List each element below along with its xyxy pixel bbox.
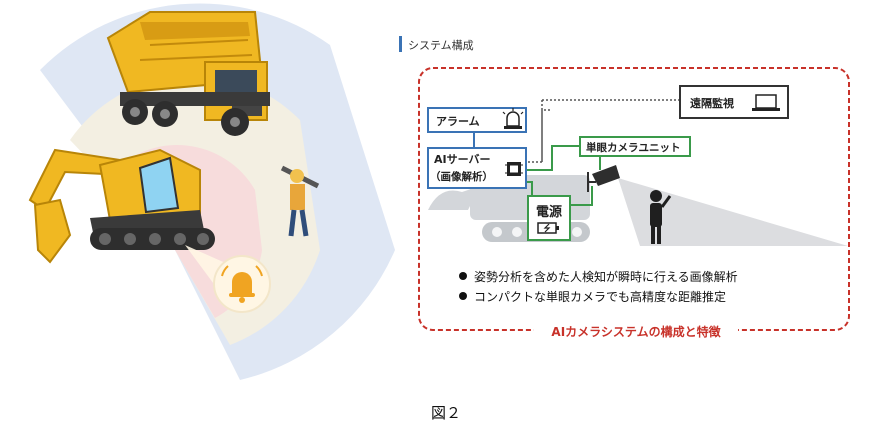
power-label: 電源 [536,204,562,220]
system-caption: AIカメラシステムの構成と特徴 [551,324,721,339]
alarm-label: アラーム [436,115,480,128]
feature-bullet-1: 姿勢分析を含めた人検知が瞬時に行える画像解析 [474,269,738,284]
bullet-dot-1 [459,272,467,280]
chip-icon [505,162,523,176]
excavator [28,148,215,264]
section-title: システム構成 [408,39,474,52]
link-server-up [524,109,552,163]
section-title-bar [399,36,402,52]
caption-bg [534,322,738,340]
battery-icon [537,222,559,234]
remote-monitor-box [679,85,789,119]
system-diagram: システム構成 アラーム [399,36,850,340]
camera-icon [587,165,620,192]
ai-server-sublabel: （画像解析） [430,170,493,183]
link-server-camera [524,145,580,171]
alarm-bubble [185,245,271,313]
dump-truck [106,11,270,136]
bell-icon [221,265,263,303]
figure-label: 図２ [431,404,461,422]
camera-view-cone [618,178,848,246]
left-illustration [28,3,395,380]
feature-bullet-2: コンパクトな単眼カメラでも高精度な距離推定 [474,289,726,304]
camera-unit-box [579,136,691,157]
bullet-dot-2 [459,292,467,300]
remote-monitor-label: 遠隔監視 [690,96,734,110]
worker-figure [280,165,320,237]
camera-unit-label: 単眼カメラユニット [586,141,681,154]
warning-light-icon [502,108,524,129]
ai-server-label: AIサーバー [434,153,491,166]
link-power-camera [570,186,593,206]
laptop-icon [752,94,780,111]
person-silhouette [650,190,672,244]
